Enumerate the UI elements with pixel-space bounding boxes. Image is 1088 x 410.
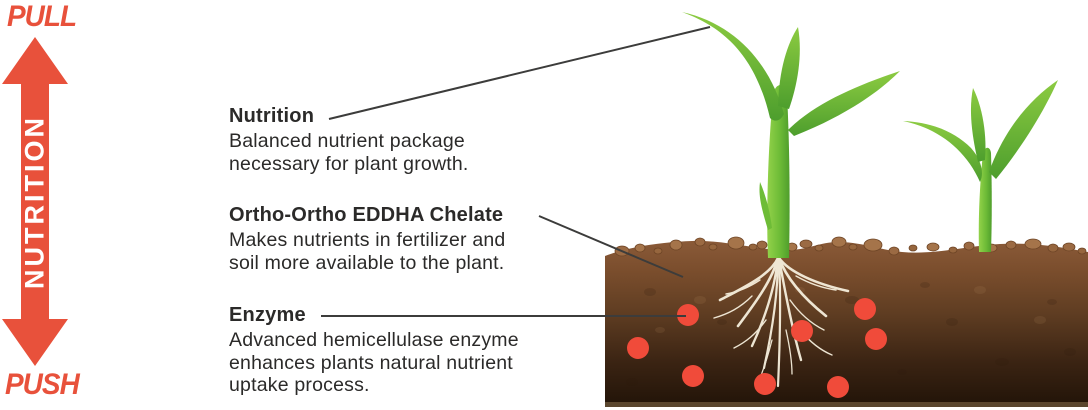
soil-block <box>605 236 1088 407</box>
soil-texture-dark <box>626 282 1076 386</box>
annotation-enzyme-line: Advanced hemicellulase enzyme <box>229 329 519 351</box>
small-seedling <box>903 80 1058 252</box>
pull-label: PULL <box>7 0 77 33</box>
enzyme-dot <box>854 298 876 320</box>
annotation-enzyme: Enzyme Advanced hemicellulase enzyme enh… <box>229 303 519 397</box>
enzyme-dot <box>865 328 887 350</box>
enzyme-dot <box>677 304 699 326</box>
enzyme-dot <box>754 373 776 395</box>
enzyme-dot <box>682 365 704 387</box>
enzyme-dot <box>827 376 849 398</box>
enzyme-dots <box>627 298 887 398</box>
leader-line <box>328 26 711 120</box>
large-seedling <box>682 12 900 258</box>
annotation-nutrition-line: Balanced nutrient package <box>229 130 465 152</box>
enzyme-dot <box>791 320 813 342</box>
annotation-enzyme-line: enhances plants natural nutrient <box>229 351 513 374</box>
annotation-enzyme-line: uptake process. <box>229 374 370 396</box>
annotation-nutrition-line: necessary for plant growth. <box>229 152 469 175</box>
annotation-chelate-line: soil more available to the plant. <box>229 251 505 274</box>
soil-pebbles <box>614 236 1087 257</box>
leader-line <box>538 215 684 278</box>
annotation-chelate-line: Makes nutrients in fertilizer and <box>229 229 506 251</box>
annotation-enzyme-title: Enzyme <box>229 304 306 326</box>
annotation-chelate-title: Ortho-Ortho EDDHA Chelate <box>229 204 504 226</box>
annotation-chelate: Ortho-Ortho EDDHA Chelate Makes nutrient… <box>229 203 505 274</box>
double-arrow <box>2 37 68 366</box>
double-arrow-shape <box>2 37 68 366</box>
annotation-nutrition: Nutrition Balanced nutrient package nece… <box>229 104 469 175</box>
push-label: PUSH <box>5 368 80 401</box>
annotation-nutrition-title: Nutrition <box>229 105 315 127</box>
enzyme-dot <box>627 337 649 359</box>
